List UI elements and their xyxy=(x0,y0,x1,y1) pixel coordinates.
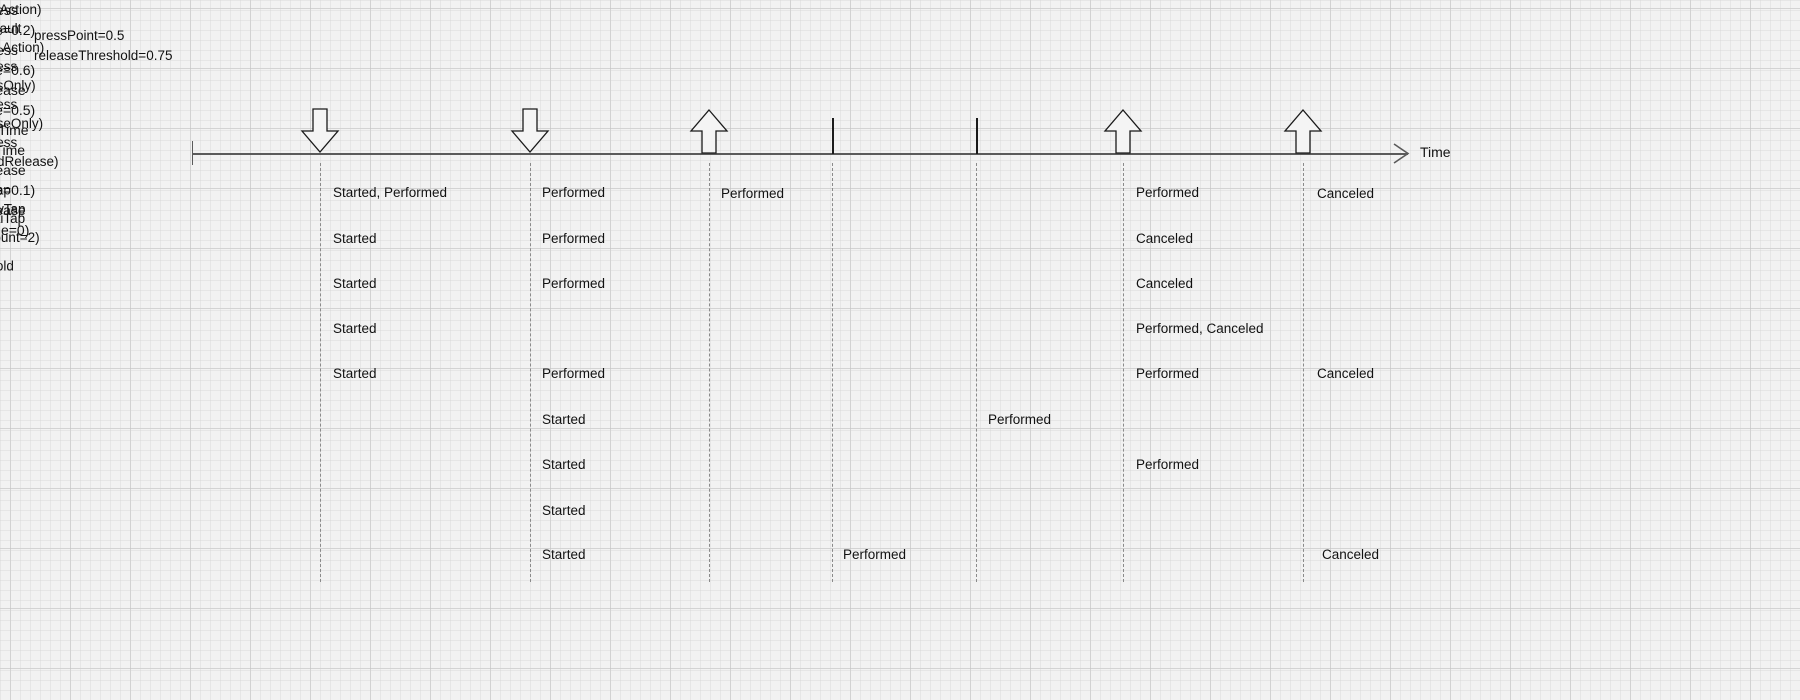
row-label-press-release-only: Press (ReleaseOnly) xyxy=(0,97,44,131)
note-press-point: pressPoint=0.5 xyxy=(34,28,125,43)
row-label-default-value-action: Default (Value Action) xyxy=(0,2,42,17)
guide-line-release-0-1 xyxy=(1123,163,1124,582)
event-label-hold-time: holdTime xyxy=(0,122,29,138)
cell-press-press-and-release-2: Performed xyxy=(1136,366,1200,381)
event-arrow-release-0-1-up-icon xyxy=(1103,109,1143,154)
row-label-multi-tap: MultiTap (tapCount=2) xyxy=(0,211,40,245)
event-label-release-0-5: Release (value=0.5) xyxy=(0,82,36,118)
cell-default-value-action-3: Performed xyxy=(1136,185,1200,200)
guide-line-tap-time xyxy=(976,163,977,582)
cell-default-value-action-4: Canceled xyxy=(1317,186,1375,201)
cell-press-press-only-0: Started xyxy=(333,276,377,291)
cell-tap-0: Started xyxy=(542,412,586,427)
axis-title-time: Time xyxy=(1420,144,1451,160)
guide-line-release-0 xyxy=(1303,163,1304,582)
row-label-press-press-and-release: Press (PressAndRelease) xyxy=(0,135,59,169)
interaction-rows-layer: Default (Value Action) Started, Performed… xyxy=(0,0,1379,562)
cell-press-release-only-0: Started xyxy=(333,321,377,336)
cell-hold-1: Performed xyxy=(843,547,907,562)
cell-slow-tap-1: Performed xyxy=(1136,457,1200,472)
row-label-default-button-action: Default (Button Action) xyxy=(0,21,45,55)
event-label-tap-time: tapTime xyxy=(0,142,26,158)
row-label-hold: Hold xyxy=(0,258,14,274)
event-arrow-release-0-up-icon xyxy=(1283,109,1323,154)
cell-slow-tap-0: Started xyxy=(542,457,586,472)
event-arrow-press-0-2-down-icon xyxy=(300,108,340,153)
event-tick-hold-time xyxy=(832,118,834,154)
event-markers-layer: Press (value=0.2) Press (value=0.6) Releas… xyxy=(0,0,1323,240)
event-label-release-0-1: Release (value=0.1) xyxy=(0,162,36,198)
note-release-threshold: releaseThreshold=0.75 xyxy=(34,48,173,63)
cell-press-press-and-release-1: Performed xyxy=(542,366,606,381)
cell-default-button-action-0: Started xyxy=(333,231,377,246)
event-label-release-0: Release (value=0) xyxy=(0,202,30,238)
timeline-axis xyxy=(192,153,1408,155)
row-label-press-press-only: Press (PressOnly) xyxy=(0,59,36,93)
cell-multi-tap-0: Started xyxy=(542,503,586,518)
event-tick-tap-time xyxy=(976,118,978,154)
cell-press-press-only-1: Performed xyxy=(542,276,606,291)
cell-press-release-only-1: Performed, Canceled xyxy=(1136,321,1264,336)
cell-press-press-and-release-3: Canceled xyxy=(1317,366,1375,381)
cell-default-button-action-1: Performed xyxy=(542,231,606,246)
cell-default-value-action-0: Started, Performed xyxy=(333,185,448,200)
event-label-press-0-2: Press (value=0.2) xyxy=(0,2,36,38)
event-arrow-release-0-5-up-icon xyxy=(689,109,729,154)
guide-line-press-0-2 xyxy=(320,163,321,582)
guide-line-press-0-6 xyxy=(530,163,531,582)
timeline-arrowhead-icon xyxy=(1393,143,1410,164)
cell-default-value-action-2: Performed xyxy=(721,186,785,201)
row-label-slow-tap: SlowTap xyxy=(0,201,26,217)
cell-hold-2: Canceled xyxy=(1322,547,1380,562)
cell-default-value-action-1: Performed xyxy=(542,185,606,200)
event-arrow-press-0-6-down-icon xyxy=(510,108,550,153)
cell-press-press-and-release-0: Started xyxy=(333,366,377,381)
row-label-tap: Tap xyxy=(0,182,11,198)
event-label-press-0-6: Press (value=0.6) xyxy=(0,42,36,78)
cell-tap-1: Performed xyxy=(988,412,1052,427)
guide-line-release-0-5 xyxy=(709,163,710,582)
cell-hold-0: Started xyxy=(542,547,586,562)
cell-default-button-action-2: Canceled xyxy=(1136,231,1194,246)
guide-line-hold-time xyxy=(832,163,833,582)
cell-press-press-only-2: Canceled xyxy=(1136,276,1194,291)
